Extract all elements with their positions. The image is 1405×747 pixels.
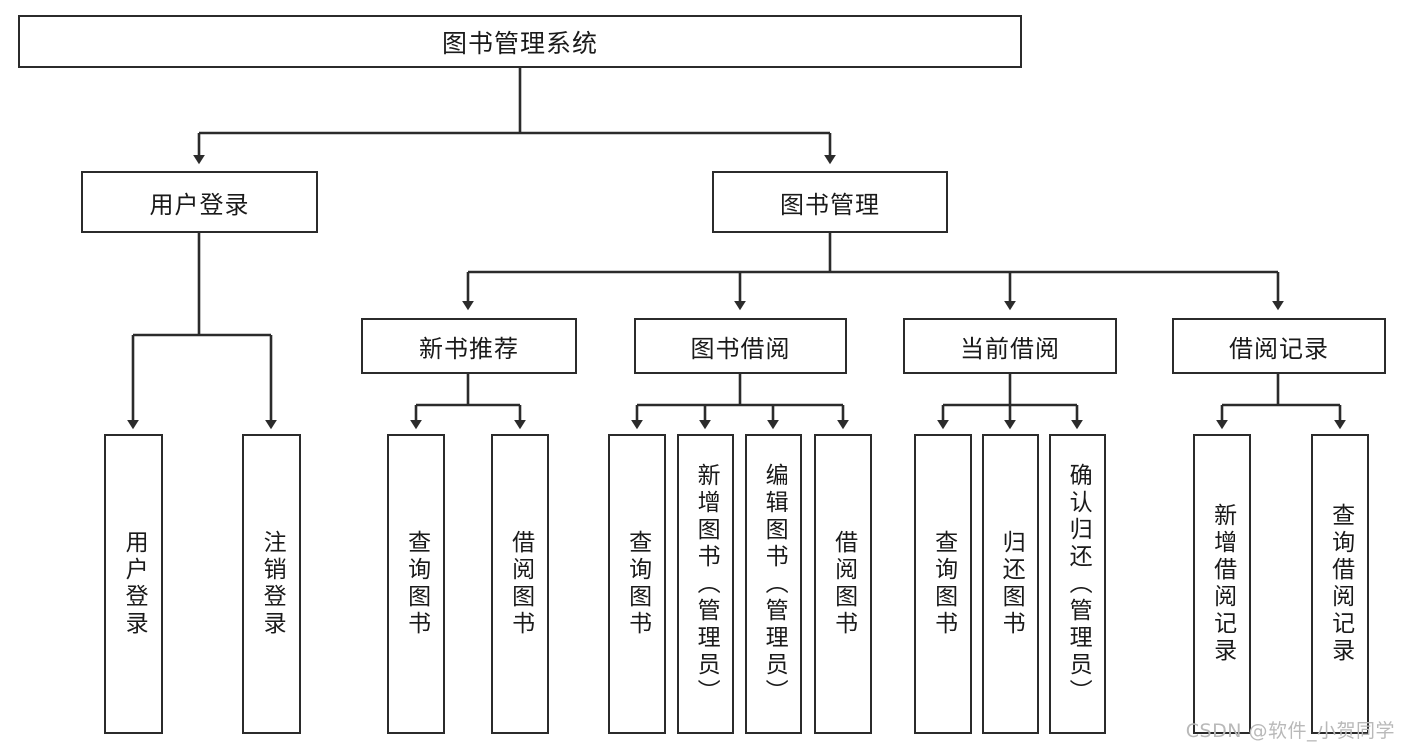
leaf-borrow-book-recommend[interactable]: 借阅图书 [491, 434, 549, 734]
node-label: 查询借阅记录 [1327, 503, 1354, 665]
node-label: 查询图书 [403, 530, 430, 638]
node-label: 用户登录 [121, 530, 148, 638]
node-label: 借阅图书 [830, 530, 857, 638]
leaf-borrow-book[interactable]: 借阅图书 [814, 434, 872, 734]
node-label: 借阅图书 [507, 530, 534, 638]
node-label: 图书借阅 [690, 334, 791, 363]
node-label: 借阅记录 [1229, 334, 1329, 363]
node-label: 编辑图书（管理员） [761, 462, 788, 706]
node-current-borrow[interactable]: 当前借阅 [903, 318, 1117, 374]
node-label: 新增图书（管理员） [693, 462, 720, 706]
node-label: 用户登录 [149, 190, 250, 219]
node-label: 图书管理 [780, 190, 880, 219]
node-book-management[interactable]: 图书管理 [712, 171, 948, 233]
leaf-user-login[interactable]: 用户登录 [104, 434, 163, 734]
leaf-user-logout[interactable]: 注销登录 [242, 434, 301, 734]
leaf-query-book-recommend[interactable]: 查询图书 [387, 434, 445, 734]
node-label: 注销登录 [259, 530, 286, 638]
node-label: 新书推荐 [419, 334, 519, 363]
leaf-edit-book-admin[interactable]: 编辑图书（管理员） [745, 434, 802, 734]
node-new-book-recommend[interactable]: 新书推荐 [361, 318, 577, 374]
node-label: 确认归还（管理员） [1065, 462, 1092, 706]
node-label: 当前借阅 [960, 334, 1060, 363]
leaf-return-book[interactable]: 归还图书 [982, 434, 1039, 734]
node-root-system[interactable]: 图书管理系统 [18, 15, 1022, 68]
node-label: 查询图书 [930, 530, 957, 638]
leaf-add-book-admin[interactable]: 新增图书（管理员） [677, 434, 734, 734]
leaf-add-borrow-record[interactable]: 新增借阅记录 [1193, 434, 1251, 734]
node-borrow-records[interactable]: 借阅记录 [1172, 318, 1386, 374]
leaf-query-borrow-record[interactable]: 查询借阅记录 [1311, 434, 1369, 734]
leaf-query-book-borrow[interactable]: 查询图书 [608, 434, 666, 734]
node-label: 查询图书 [624, 530, 651, 638]
leaf-confirm-return-admin[interactable]: 确认归还（管理员） [1049, 434, 1106, 734]
node-label: 归还图书 [998, 530, 1025, 638]
leaf-query-book-current[interactable]: 查询图书 [914, 434, 972, 734]
node-label: 图书管理系统 [441, 28, 598, 58]
node-label: 新增借阅记录 [1209, 503, 1236, 665]
node-user-login[interactable]: 用户登录 [81, 171, 318, 233]
node-book-borrow[interactable]: 图书借阅 [634, 318, 847, 374]
csdn-watermark: CSDN @软件_小贺同学 [1185, 720, 1395, 742]
